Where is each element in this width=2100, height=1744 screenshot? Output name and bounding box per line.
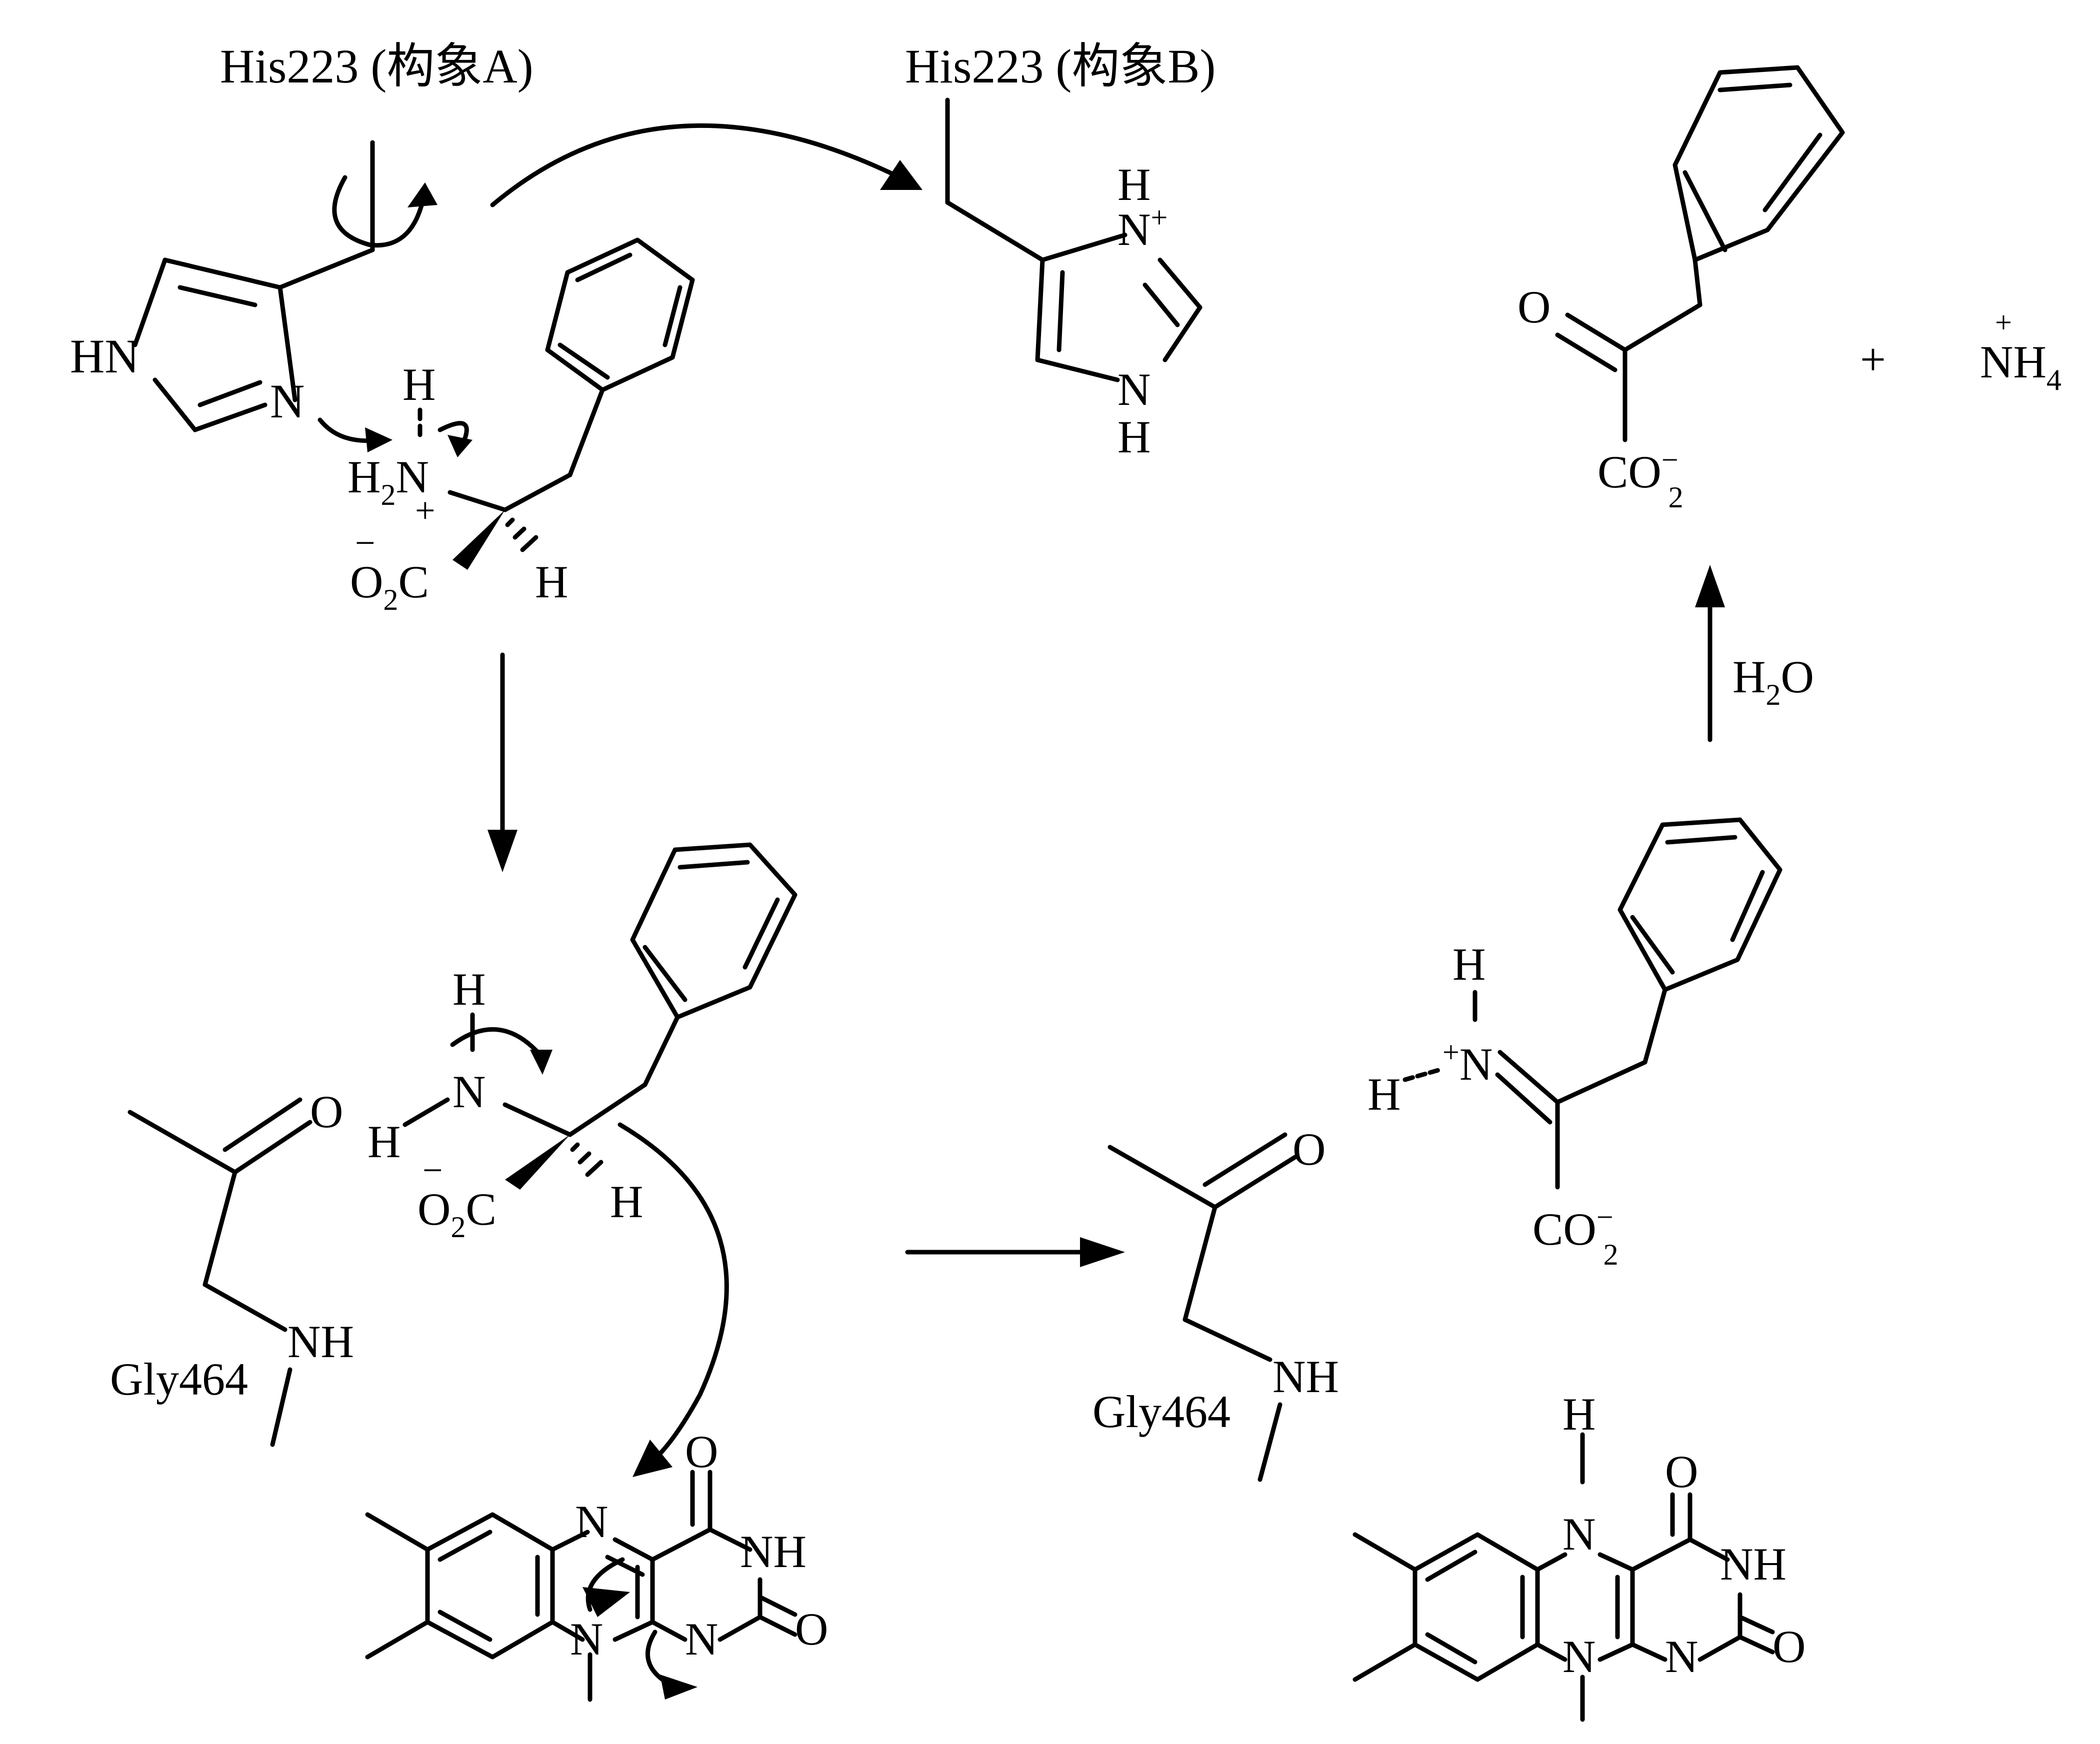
phe-minus: −	[355, 523, 376, 563]
phe2-h-left: H	[368, 1116, 400, 1167]
phe2-o2c: O2C	[418, 1184, 496, 1244]
flavin-red-nh: NH	[1720, 1539, 1786, 1590]
nh4-plus: +	[1995, 306, 2012, 339]
phe-n-plus: +	[415, 490, 436, 530]
gly-right-nh: NH	[1272, 1351, 1339, 1402]
his-b-n-bottom: N	[1118, 364, 1150, 415]
flavin-red-n10: N	[1562, 1631, 1596, 1682]
phe-h2: H2N	[348, 451, 429, 511]
product-o: O	[1518, 281, 1550, 332]
his223-b-title: His223 (构象B)	[905, 39, 1216, 93]
flavin-ox-nh: NH	[740, 1526, 806, 1577]
flavin-ox-n10: N	[570, 1614, 603, 1665]
hash-bond	[505, 517, 538, 552]
flavin-red-o2: O	[1772, 1621, 1806, 1672]
his223-a-title: His223 (构象A)	[220, 39, 534, 93]
phenylpyruvate-product: O CO−2 + + NH4	[1518, 65, 2062, 514]
imine-intermediate: H +N H CO−2	[1368, 817, 1782, 1271]
his223-conformation-a: His223 (构象A) HN N	[70, 39, 534, 452]
his-transition-arrow	[490, 123, 908, 207]
his-b-h-top: H	[1118, 159, 1150, 210]
imine-h-top: H	[1452, 939, 1486, 990]
nh4: NH4	[1980, 336, 2062, 396]
h2o-label: H2O	[1732, 651, 1814, 711]
his223-conformation-b: His223 (构象B) H N+ N H	[905, 39, 1216, 462]
hash-bond-2	[570, 1142, 604, 1177]
his-a-n: N	[270, 374, 304, 428]
his-b-h-bottom: H	[1118, 411, 1150, 462]
flavin-red-n5: N	[1562, 1509, 1596, 1560]
gly-left-nh: NH	[288, 1316, 354, 1367]
gly-right-label: Gly464	[1092, 1386, 1230, 1437]
flavin-ox-o2: O	[795, 1604, 828, 1655]
phe2-minus: −	[422, 1150, 443, 1190]
phe2-n: N	[452, 1066, 486, 1117]
gly-left-o: O	[310, 1086, 343, 1137]
phenylalanine-substrate: H H2N + − O2C H	[348, 237, 695, 616]
flavin-oxidized: N N N O NH O	[365, 1426, 828, 1702]
flavin-ox-n5: N	[575, 1496, 608, 1547]
phe2-h-top: H	[452, 964, 486, 1015]
product-co2: CO−2	[1598, 443, 1684, 514]
flavin-reduced: H N N N O NH O	[1352, 1389, 1806, 1722]
flavin-red-o4: O	[1665, 1446, 1698, 1497]
flavin-ox-n1: N	[685, 1614, 718, 1665]
phe-h-top: H	[402, 359, 436, 410]
phe2-h-right: H	[610, 1176, 643, 1227]
plus-sign: +	[1860, 334, 1886, 385]
phe-h-right: H	[535, 556, 568, 607]
his-a-hn: HN	[70, 329, 140, 383]
flavin-red-h: H	[1562, 1389, 1596, 1440]
gly464-left: O NH Gly464	[110, 1086, 354, 1447]
phenylalanine-deprotonated: H N H − O2C H	[368, 842, 798, 1477]
imine-co2: CO−2	[1532, 1201, 1618, 1271]
phe-o2c: O2C	[350, 556, 429, 616]
his-b-n-plus: N+	[1118, 201, 1168, 255]
gly464-right: O NH Gly464	[1092, 1124, 1339, 1482]
gly-left-label: Gly464	[110, 1354, 248, 1405]
gly-right-o: O	[1292, 1124, 1326, 1175]
imine-n-plus: +N	[1442, 1036, 1492, 1090]
flavin-red-n1: N	[1665, 1631, 1698, 1682]
flavin-ox-o4: O	[685, 1426, 718, 1477]
imine-h-left: H	[1368, 1069, 1400, 1120]
